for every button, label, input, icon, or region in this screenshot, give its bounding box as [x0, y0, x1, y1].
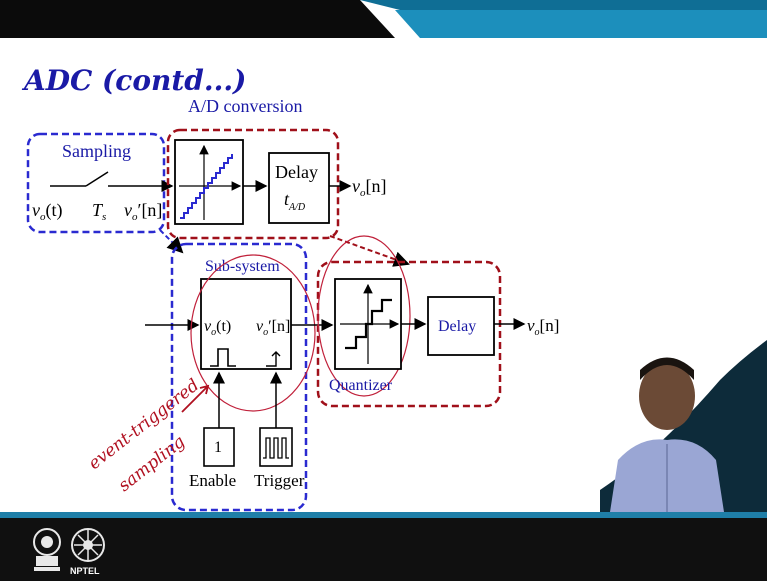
top-banner	[0, 0, 767, 38]
enable-value: 1	[214, 439, 222, 456]
top-output-signal: vo[n]	[352, 176, 387, 199]
subsystem-input-port: vo(t)	[204, 318, 231, 338]
sampling-label: Sampling	[62, 141, 131, 161]
ad-conversion-label: A/D conversion	[188, 96, 302, 116]
subsystem-output-port: vo′[n]	[256, 318, 290, 338]
trigger-port-icon	[266, 351, 281, 367]
enable-label: Enable	[189, 471, 236, 490]
sampling-period: Ts	[92, 200, 106, 223]
footer-accent-strip	[0, 512, 767, 518]
pulse-train-icon	[263, 437, 289, 459]
subsystem-label: Sub-system	[205, 258, 280, 275]
sampling-to-subsystem-connector	[159, 229, 184, 254]
subsystem-dashed-box	[170, 242, 308, 512]
quantizer-staircase	[345, 298, 392, 350]
nptel-label: NPTEL	[70, 566, 100, 576]
trigger-block	[259, 427, 293, 467]
quantizer-label: Quantizer	[329, 377, 393, 394]
annotation-circle-subsystem	[190, 254, 316, 412]
enable-block	[203, 427, 235, 467]
sampling-output-signal: vo′[n]	[124, 200, 162, 223]
delay-block	[427, 296, 495, 356]
annotation-arrow	[181, 384, 210, 413]
delay-label: Delay	[438, 318, 476, 335]
bottom-output-signal: vo[n]	[527, 316, 559, 338]
ad-conversion-box	[166, 128, 340, 240]
presenter-video	[600, 340, 767, 512]
footer-bar	[0, 512, 767, 581]
ad-delay-time: tA/D	[284, 189, 306, 213]
staircase-curve	[180, 154, 233, 219]
adc-to-quantizer-connector	[329, 235, 410, 267]
ad-delay-label: Delay	[275, 162, 318, 182]
iit-kharagpur-logo	[33, 528, 61, 571]
sampling-switch	[85, 171, 109, 187]
slide-title: ADC (contd...)	[24, 64, 247, 97]
nptel-logo	[71, 528, 105, 562]
enable-port-icon	[210, 348, 236, 367]
ad-delay-block	[268, 152, 330, 224]
annotation-circle-quantizer	[317, 235, 411, 397]
quantizer-dashed-box	[316, 260, 502, 408]
trigger-label: Trigger	[254, 471, 305, 490]
sampling-input-signal: vo(t)	[32, 200, 63, 223]
